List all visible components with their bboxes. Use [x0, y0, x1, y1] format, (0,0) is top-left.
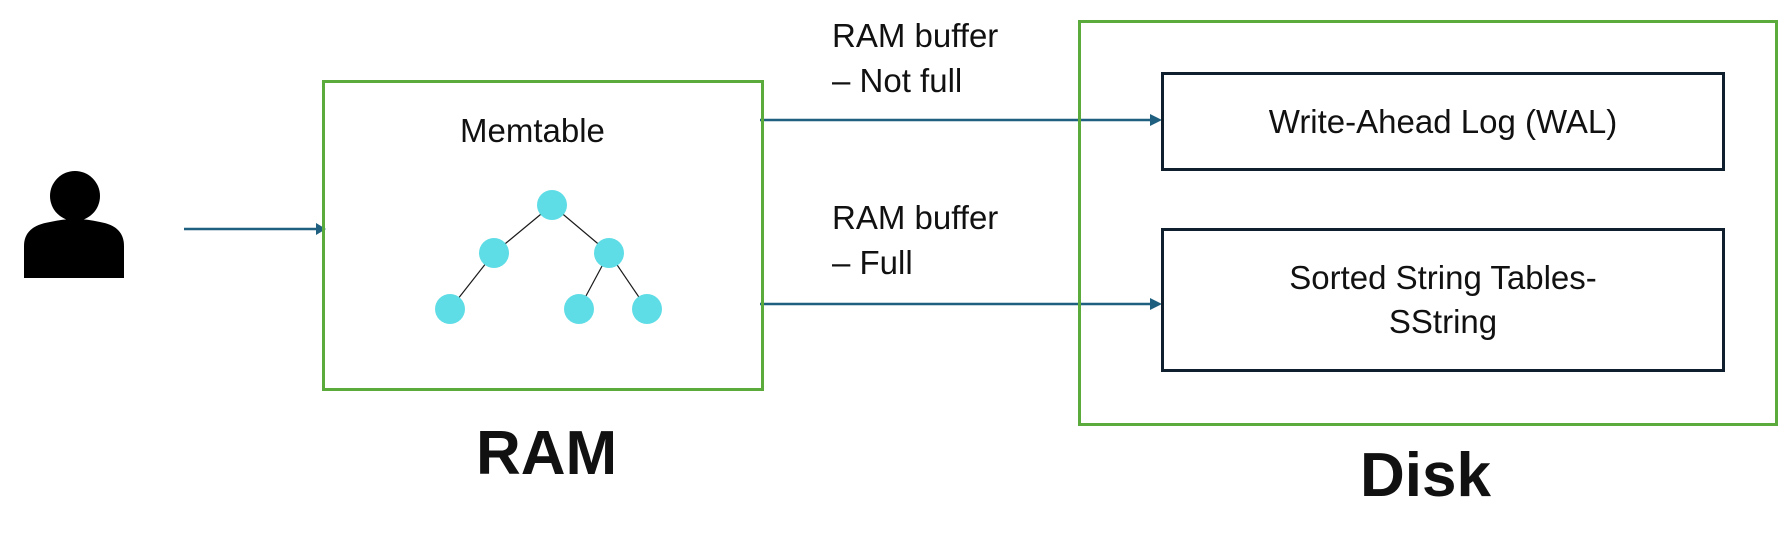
memtable-to-sstable-arrow	[760, 298, 1162, 310]
sstable-box: Sorted String Tables- SString	[1161, 228, 1725, 372]
tree-node-right-left	[564, 294, 594, 324]
person-icon	[24, 171, 124, 278]
disk-box	[1078, 20, 1778, 426]
ram-label: RAM	[476, 419, 618, 488]
not-full-arrow-label: RAM buffer – Not full	[832, 13, 998, 103]
memtable-title: Memtable	[460, 112, 605, 149]
tree-node-left	[479, 238, 509, 268]
wal-label: Write-Ahead Log (WAL)	[1268, 102, 1618, 140]
sstable-label-line1: Sorted String Tables-	[1289, 259, 1597, 296]
disk-label: Disk	[1360, 441, 1491, 510]
user-to-memtable-arrow	[184, 223, 326, 235]
not-full-label-line2: – Not full	[832, 62, 963, 99]
not-full-label-line1: RAM buffer	[832, 17, 999, 54]
memtable-to-wal-arrow	[760, 114, 1162, 126]
memtable-box	[322, 80, 764, 391]
tree-node-left-left	[435, 294, 465, 324]
disk-box-right-edge	[1775, 20, 1778, 426]
full-label-line2: – Full	[832, 244, 913, 281]
tree-node-right	[594, 238, 624, 268]
full-label-line1: RAM buffer	[832, 199, 999, 236]
sstable-label-line2: SString	[1388, 303, 1498, 340]
tree-node-root	[537, 190, 567, 220]
wal-box: Write-Ahead Log (WAL)	[1161, 72, 1725, 171]
tree-node-right-right	[632, 294, 662, 324]
full-arrow-label: RAM buffer – Full	[832, 195, 998, 285]
